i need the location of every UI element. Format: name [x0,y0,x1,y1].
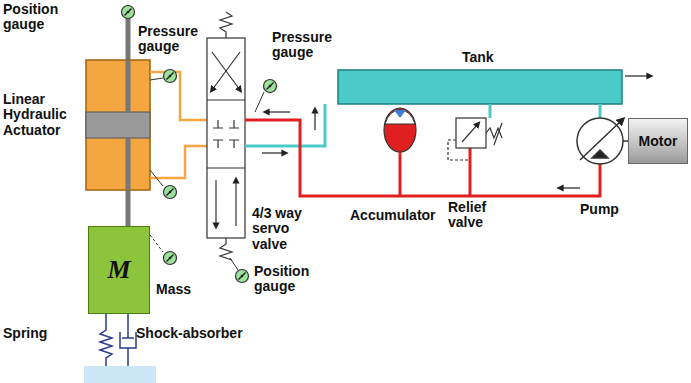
shock-absorber-symbol [120,313,136,366]
part-label: Mass [156,282,206,297]
part-label: Position gauge [3,2,75,33]
tank [338,70,622,104]
part-label: 4/3 way servo valve [252,206,314,252]
part-label: Pressure gauge [272,30,344,61]
servo-valve [207,12,245,260]
part-label: Pressure gauge [138,24,206,55]
pressure-gauge [164,186,177,199]
piston [86,112,150,138]
position-gauge [122,6,135,19]
accumulator-symbol [384,108,416,152]
node-text: M [107,255,130,285]
part-label: Relief valve [448,200,518,231]
ground-block [84,366,156,383]
pump-symbol [577,118,628,164]
part-label: Accumulator [350,208,450,223]
part-label: Pump [580,202,630,217]
gauge-leader [150,78,264,270]
part-label: Position gauge [254,264,324,295]
mass-block: M [88,226,150,314]
return-line [245,104,325,146]
spring-symbol [100,313,112,366]
part-label: Shock-absorber [136,326,266,341]
part-label: Spring [3,326,63,341]
pressure-line [245,120,600,196]
pressure-gauge [264,80,277,93]
hydraulic-line [150,146,207,178]
motor-box: Motor [628,118,688,164]
part-label: Linear Hydraulic Actuator [3,92,81,138]
suction-line [599,104,602,118]
relief-valve-symbol [448,118,502,160]
pressure-gauge [164,70,177,83]
hydraulic-line [150,72,207,120]
pressure-gauge [164,252,177,265]
actuator-cylinder [86,60,150,190]
part-label: Tank [462,50,522,65]
position-gauge [236,270,249,283]
return-line [489,104,492,118]
node-text: Motor [639,133,678,149]
